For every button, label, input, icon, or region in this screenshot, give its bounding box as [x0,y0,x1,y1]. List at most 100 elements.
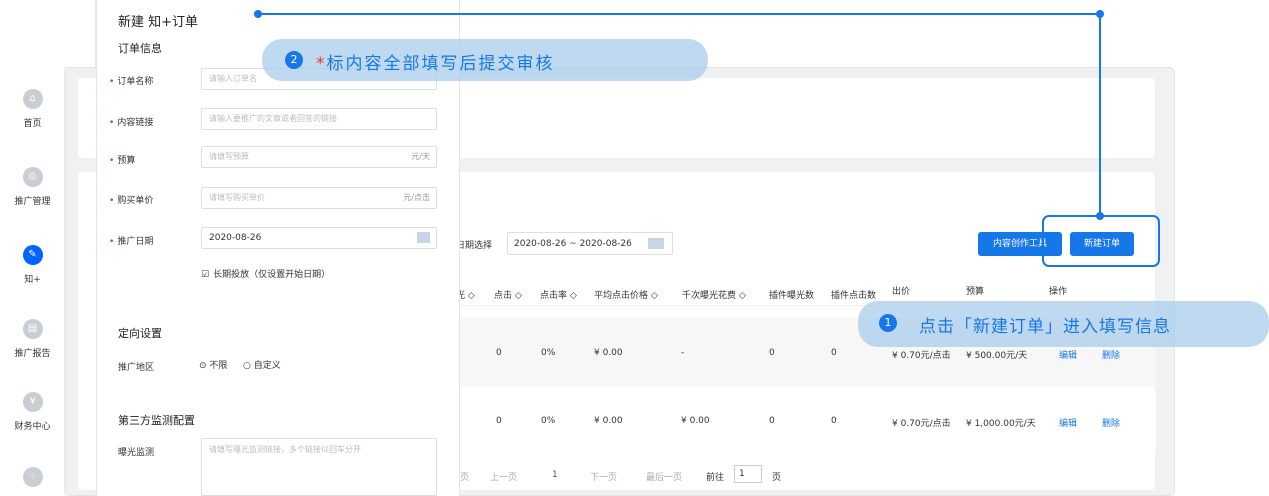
cell-budget: ¥ 500.00元/天 [966,351,1028,361]
sidebar-item-label: 首页 [23,119,42,129]
promotion-date-input[interactable]: 2020-08-26 [201,227,437,249]
delete-link[interactable]: 删除 [1102,419,1121,429]
step-2-text: *标内容全部填写后提交审核 [316,54,555,74]
region-label: 推广地区 [118,363,155,373]
sidebar: ⌂ 首页 ◎ 推广管理 ✎ 知+ ▤ 推广报告 ¥ 财务中心 ⁘ [0,67,65,496]
step-1-text: 点击「新建订单」进入填写信息 [919,317,1171,337]
column-header[interactable]: 光 ◇ [456,291,475,301]
cell-plugin-clicks: 0 [831,348,837,358]
column-header: 插件点击数 [831,291,877,301]
top-left-panel [0,0,96,68]
radio-icon: ○ [243,361,251,371]
promotion-icon: ◎ [22,167,43,187]
sidebar-item-finance[interactable]: ¥ 财务中心 [0,392,65,432]
budget-unit: 元/天 [411,152,430,161]
callout-step-1: 1 点击「新建订单」进入填写信息 [858,301,1269,347]
table-header [456,278,1161,306]
pagination-last[interactable]: 最后一页 [646,473,683,483]
unit-price-input[interactable]: 请填写购买单价元/点击 [201,187,437,209]
finance-icon: ¥ [22,392,43,412]
sidebar-item-more[interactable]: ⁘ [0,467,65,487]
sidebar-item-label: 推广管理 [14,197,51,207]
exposure-monitor-label: 曝光监测 [118,448,155,458]
zhi-plus-icon: ✎ [22,245,43,265]
field-label-name: •订单名称 [109,77,154,87]
section-third-party-monitor: 第三方监测配置 [118,414,195,427]
date-range-picker[interactable]: 2020-08-26 ~ 2020-08-26 [507,232,673,255]
cell-plugin-exposure: 0 [769,348,775,358]
field-label-date: •推广日期 [109,237,154,247]
new-order-highlight [1042,215,1160,267]
column-header: 预算 [966,287,985,297]
cell-plugin-exposure: 0 [769,416,775,426]
step-2-number: 2 [285,51,303,69]
sidebar-item-label: 财务中心 [14,422,51,432]
sidebar-item-promotion[interactable]: ◎ 推广管理 [0,167,65,207]
cell-budget: ¥ 1,000.00元/天 [966,419,1036,429]
pagination-current[interactable]: 1 [552,470,558,480]
more-icon: ⁘ [22,467,43,487]
cell-clicks: 0 [496,348,502,358]
column-header: 出价 [892,287,911,297]
sidebar-item-label: 推广报告 [14,349,51,359]
field-label-price: •购买单价 [109,196,154,206]
report-icon: ▤ [22,319,43,339]
sidebar-item-zhi-plus[interactable]: ✎ 知+ [0,245,65,285]
cell-avg-price: ¥ 0.00 [594,416,623,426]
column-header: 插件曝光数 [769,291,815,301]
checkbox-icon: ☑ [201,270,210,280]
delete-link[interactable]: 删除 [1102,351,1121,361]
content-link-input[interactable]: 请输入要推广的文章或者回答的链接 [201,108,437,130]
section-targeting: 定向设置 [118,327,162,340]
edit-link[interactable]: 编辑 [1059,351,1078,361]
cell-plugin-clicks: 0 [831,416,837,426]
step-1-number: 1 [879,314,897,332]
date-filter-label: 日期选择 [456,241,493,251]
column-header[interactable]: 点击率 ◇ [540,291,577,301]
edit-link[interactable]: 编辑 [1059,419,1078,429]
connector-dot-start [254,10,262,18]
cell-avg-price: ¥ 0.00 [594,348,623,358]
cell-ctr: 0% [541,348,556,358]
cell-clicks: 0 [496,416,502,426]
calendar-icon [648,238,664,249]
field-label-budget: •预算 [109,156,136,166]
date-range-value: 2020-08-26 ~ 2020-08-26 [514,239,632,249]
field-label-link: •内容链接 [109,118,154,128]
price-unit: 元/点击 [403,193,430,202]
column-header[interactable]: 千次曝光花费 ◇ [682,291,746,301]
pagination-page-unit: 页 [772,473,782,483]
sidebar-item-label: 知+ [24,275,41,285]
long-term-checkbox[interactable]: ☑长期投放（仅设置开始日期） [201,270,331,280]
sidebar-item-home[interactable]: ⌂ 首页 [0,89,65,129]
pagination-goto-label: 前往 [706,473,725,483]
new-order-button[interactable]: 新建订单 [1070,232,1134,256]
region-radio-unlimited[interactable]: ⊙ 不限 [199,361,228,371]
pagination-goto-input[interactable]: 1 [734,465,762,483]
radio-checked-icon: ⊙ [199,361,207,371]
column-header[interactable]: 点击 ◇ [494,291,522,301]
connector-dot-corner [1096,10,1104,18]
home-icon: ⌂ [22,89,43,109]
callout-step-2: 2 *标内容全部填写后提交审核 [262,39,708,81]
section-order-info: 订单信息 [118,42,162,55]
cell-bid: ¥ 0.70元/点击 [892,351,951,361]
cell-ctr: 0% [541,416,556,426]
column-header: 操作 [1049,287,1068,297]
table-row [456,392,1156,450]
pagination-first[interactable]: 页 [460,473,470,483]
content-creation-tool-button[interactable]: 内容创作工具 [978,232,1062,256]
sidebar-item-report[interactable]: ▤ 推广报告 [0,319,65,359]
pagination-prev[interactable]: 上一页 [490,473,518,483]
new-order-form: 新建 知+订单 订单信息 •订单名称 请输入订单名 •内容链接 请输入要推广的文… [96,0,460,496]
region-radio-custom[interactable]: ○ 自定义 [243,361,281,371]
cell-cpm: ¥ 0.00 [681,416,710,426]
calendar-icon [417,232,430,243]
form-title: 新建 知+订单 [118,15,199,30]
pagination-next[interactable]: 下一页 [590,473,618,483]
cell-cpm: - [681,348,685,358]
budget-input[interactable]: 请填写预算元/天 [201,146,437,168]
column-header[interactable]: 平均点击价格 ◇ [594,291,658,301]
cell-bid: ¥ 0.70元/点击 [892,419,951,429]
